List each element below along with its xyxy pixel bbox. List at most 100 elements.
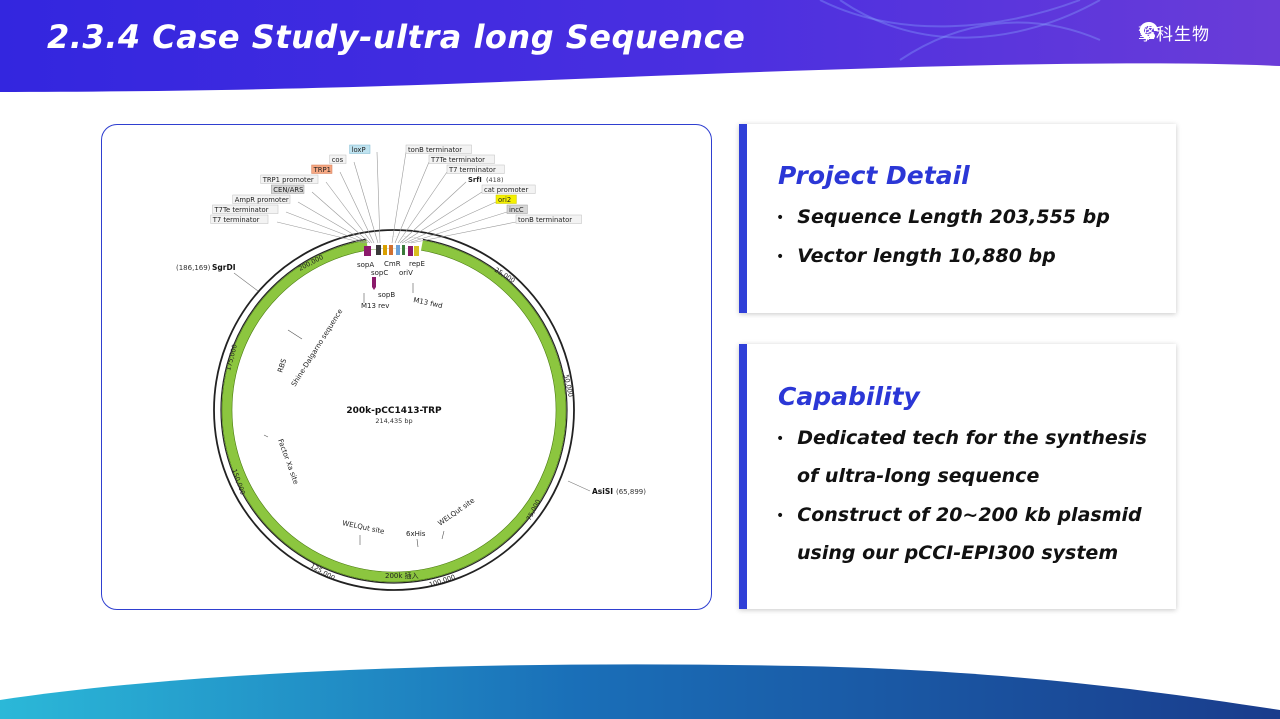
feature-6xhis: 6xHis — [406, 530, 426, 538]
bullet-icon: • — [776, 210, 785, 226]
top-label-incc: incC — [506, 204, 528, 214]
feature-sopa: sopA — [357, 261, 374, 269]
top-label-box — [232, 194, 291, 204]
top-label-tonb-terminator: tonB terminator — [405, 144, 472, 154]
top-label-trp1-promoter: TRP1 promoter — [260, 174, 319, 184]
top-label-trp1: TRP1 — [311, 164, 333, 174]
capability-item-2-line2: using our pCCI-EPI300 system — [797, 542, 1119, 564]
brand-logo-icon — [1140, 22, 1158, 40]
top-label-cen-ars: CEN/ARS — [271, 184, 305, 194]
top-label-text: incC — [509, 206, 524, 214]
top-label-text: TRP1 promoter — [262, 176, 314, 184]
top-label-cos: cos — [329, 154, 347, 164]
top-label-loxp: loxP — [349, 144, 371, 154]
header-background — [0, 0, 1280, 92]
page-title: 2.3.4 Case Study-ultra long Sequence — [47, 18, 746, 56]
top-feature-arrows — [364, 245, 419, 290]
top-label-box — [515, 214, 582, 224]
top-label-text: T7 terminator — [212, 216, 260, 224]
feature-cmr: CmR — [384, 260, 401, 268]
top-label-t7-terminator: T7 terminator — [210, 214, 269, 224]
feature-sopc: sopC — [371, 269, 388, 277]
header-banner: 2.3.4 Case Study-ultra long Sequence 擎科生… — [0, 0, 1280, 92]
top-label-suffix: (418) — [486, 176, 503, 184]
top-label-box — [271, 184, 305, 194]
top-label-ori2: ori2 — [495, 194, 517, 204]
project-detail-card: Project Detail • Sequence Length 203,555… — [739, 124, 1176, 313]
site-asisi-label: AsiSI — [592, 487, 613, 496]
top-label-text: SrfI — [468, 176, 482, 184]
plasmid-name: 200k-pCC1413-TRP — [346, 406, 442, 416]
top-label-text: tonB terminator — [408, 146, 462, 154]
card-accent-bar — [739, 344, 747, 609]
capability-item-2-line1: Construct of 20~200 kb plasmid — [797, 504, 1142, 526]
top-label-text: T7Te terminator — [214, 206, 269, 214]
insert-label: 200k 插入 — [385, 571, 419, 580]
feature-welqut-1: WELQut site — [342, 519, 386, 536]
plasmid-size: 214,435 bp — [375, 417, 412, 425]
top-label-box — [210, 214, 269, 224]
site-sgrdi: (186,169) SgrDI — [176, 263, 259, 292]
site-sgrdi-label: SgrDI — [212, 263, 236, 272]
feature-repe: repE — [409, 260, 425, 268]
top-label-text: ori2 — [498, 196, 511, 204]
top-label-srfi: SrfI (418) — [468, 176, 503, 184]
bullet-icon: • — [776, 431, 785, 447]
top-label-box — [428, 154, 495, 164]
top-label-text: tonB terminator — [518, 216, 572, 224]
footer-wave — [0, 664, 1280, 719]
brand-logo: 擎科生物 — [1138, 20, 1210, 45]
top-label-tonb-terminator: tonB terminator — [515, 214, 582, 224]
top-label-box — [481, 184, 536, 194]
feature-m13-fwd: M13 fwd — [413, 296, 444, 310]
bullet-icon: • — [776, 508, 785, 524]
capability-title: Capability — [778, 382, 920, 411]
top-label-box — [446, 164, 505, 174]
top-label-t7te-terminator: T7Te terminator — [212, 204, 279, 214]
top-label-text: TRP1 — [313, 166, 331, 174]
top-label-box — [260, 174, 319, 184]
card-accent-bar — [739, 124, 747, 313]
site-sgrdi-pos: (186,169) — [176, 264, 211, 272]
top-label-t7-terminator: T7 terminator — [446, 164, 505, 174]
top-label-cat-promoter: cat promoter — [481, 184, 536, 194]
top-label-box — [349, 144, 371, 154]
top-label-text: cat promoter — [484, 186, 528, 194]
top-label-text: T7Te terminator — [430, 156, 485, 164]
capability-card: Capability • Dedicated tech for the synt… — [739, 344, 1176, 609]
capability-item-1-line1: Dedicated tech for the synthesis — [797, 427, 1147, 449]
feature-sopb: sopB — [378, 291, 395, 299]
feature-factor-xa: Factor Xa site — [276, 438, 300, 485]
capability-item-2: • Construct of 20~200 kb plasmid — [776, 504, 1142, 526]
top-label-box — [405, 144, 472, 154]
top-label-box — [212, 204, 279, 214]
top-label-ampr-promoter: AmpR promoter — [232, 194, 291, 204]
top-label-text: T7 terminator — [448, 166, 496, 174]
top-label-box — [329, 154, 347, 164]
capability-item-1-line2: of ultra-long sequence — [797, 465, 1040, 487]
site-asisi-pos: (65,899) — [616, 488, 646, 496]
top-label-box — [506, 204, 528, 214]
project-detail-title: Project Detail — [778, 161, 970, 190]
capability-item-1: • Dedicated tech for the synthesis — [776, 427, 1147, 449]
project-item-2: • Vector length 10,880 bp — [776, 245, 1056, 267]
top-label-text: AmpR promoter — [235, 196, 289, 204]
project-item-1: • Sequence Length 203,555 bp — [776, 206, 1110, 228]
top-label-text: cos — [332, 156, 344, 164]
feature-shine-dalgarno: Shine-Dalgarno sequence — [290, 308, 344, 388]
feature-welqut-2: WELQut site — [437, 497, 477, 528]
top-label-t7te-terminator: T7Te terminator — [428, 154, 495, 164]
label-leaders — [276, 151, 517, 244]
top-label-text: loxP — [352, 146, 366, 154]
top-label-box — [311, 164, 333, 174]
inner-feature-labels: sopA sopC CmR oriV repE sopB M13 rev M13… — [276, 260, 476, 538]
site-asisi: AsiSI (65,899) — [567, 480, 646, 496]
feature-rbs: RBS — [276, 357, 288, 373]
top-label-text: CEN/ARS — [273, 186, 303, 194]
feature-m13-rev: M13 rev — [361, 302, 389, 310]
feature-oriv: oriV — [399, 269, 413, 277]
top-label-box — [495, 194, 517, 204]
